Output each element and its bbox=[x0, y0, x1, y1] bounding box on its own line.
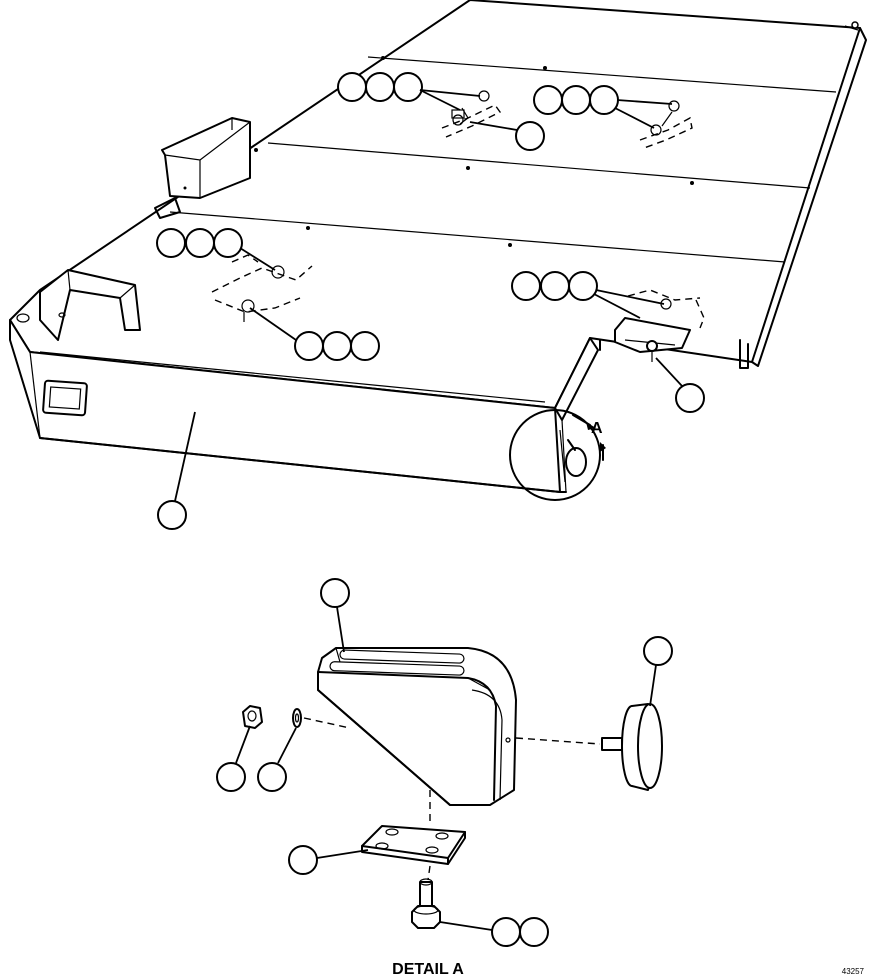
hex-bolt bbox=[411, 878, 441, 929]
clip-group-upper-right bbox=[639, 100, 693, 149]
hex-nut bbox=[242, 705, 263, 729]
rubber-bumper bbox=[601, 703, 663, 791]
figure-number: 43257 bbox=[842, 967, 865, 976]
callouts-upper bbox=[156, 72, 705, 530]
callouts-detail bbox=[216, 578, 673, 947]
support-bracket bbox=[317, 647, 517, 806]
detail-a-assembly: DETAIL A bbox=[216, 578, 673, 978]
clip-group-mid-left bbox=[211, 254, 313, 322]
side-bracket bbox=[614, 317, 691, 362]
detail-a-marker: A bbox=[509, 409, 606, 501]
seam-fasteners bbox=[254, 21, 859, 247]
mounting-plate bbox=[361, 825, 466, 865]
lock-washer bbox=[292, 708, 302, 728]
detail-a-caption: DETAIL A bbox=[392, 961, 464, 978]
junction-box bbox=[154, 117, 251, 219]
detail-a-letter: A bbox=[591, 420, 603, 437]
deck-assembly: A bbox=[9, 0, 867, 530]
end-bracket bbox=[39, 269, 141, 341]
